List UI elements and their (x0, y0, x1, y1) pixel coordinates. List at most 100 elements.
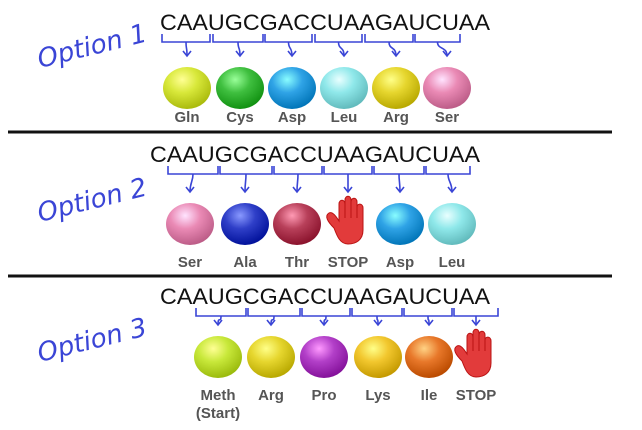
codon-arrow (436, 41, 448, 57)
stop-hand-icon (326, 195, 364, 245)
rna-sequence: CAAUGCGACCUAAGAUCUAA (150, 142, 480, 167)
amino-acid-label: Lys (365, 387, 390, 404)
option-3-section: Option 3 CAAUGCGACCUAAGAUCUAA Meth(Start) A… (34, 284, 499, 422)
arrow-head (339, 50, 349, 58)
amino-acid-label: STOP (456, 387, 497, 404)
amino-acid-ball (354, 336, 402, 378)
amino-acid-ball (372, 67, 420, 109)
amino-acid-label-sub: (Start) (196, 405, 240, 422)
amino-acid-label: Meth (201, 387, 236, 404)
codon-bracket (364, 34, 414, 43)
amino-acid-ball (300, 336, 348, 378)
amino-acid-label: Gln (175, 109, 200, 126)
codon-bracket (414, 34, 461, 43)
codon-bracket (373, 166, 425, 175)
amino-acid-label: Asp (386, 254, 414, 271)
amino-acid-ball (163, 67, 211, 109)
codon-arrow (185, 41, 188, 57)
codon-bracket (219, 166, 273, 175)
amino-acid-label: Ser (178, 254, 202, 271)
amino-acid-ball (405, 336, 453, 378)
amino-acid-ball (247, 336, 295, 378)
codon-bracket (195, 308, 247, 317)
amino-acid-label: STOP (328, 254, 369, 271)
codon-arrow (427, 315, 430, 326)
codon-arrow (244, 173, 247, 193)
amino-acid-ball (221, 203, 269, 245)
arrow-head (213, 319, 223, 327)
amino-acid-ball (428, 203, 476, 245)
amino-acid-ball (194, 336, 242, 378)
codon-bracket (264, 34, 313, 43)
amino-acid-label: Arg (383, 109, 409, 126)
amino-acid-ball (268, 67, 316, 109)
option-title: Option 3 (34, 313, 150, 369)
amino-acid-ball (423, 67, 471, 109)
codon-bracket (212, 34, 264, 43)
amino-acid-label: Leu (439, 254, 466, 271)
codon-bracket (403, 308, 453, 317)
arrow-head (442, 50, 452, 58)
amino-acid-ball (320, 67, 368, 109)
amino-acid-label: Thr (285, 254, 309, 271)
amino-acid-label: Pro (311, 387, 336, 404)
rna-sequence: CAAUGCGACCUAAGAUCUAA (160, 284, 490, 309)
codon-arrow (398, 173, 401, 193)
stop-hand-icon (454, 328, 492, 378)
codon-arrow (447, 173, 453, 193)
codon-arrow (270, 315, 275, 326)
codon-arrow (237, 41, 241, 57)
codon-arrow (296, 173, 299, 193)
arrow-head (185, 186, 195, 194)
arrow-head (319, 319, 329, 327)
codon-arrow (376, 315, 379, 326)
arrow-head (266, 319, 276, 327)
arrow-head (240, 186, 250, 194)
amino-acid-label: Ser (435, 109, 459, 126)
arrow-head (287, 50, 297, 58)
codon-bracket (301, 308, 351, 317)
codon-arrow (337, 41, 345, 57)
codon-bracket (167, 166, 219, 175)
codon-arrow (388, 41, 397, 57)
amino-acid-ball (273, 203, 321, 245)
codon-arrow (287, 41, 293, 57)
amino-acid-ball (376, 203, 424, 245)
option-title: Option 1 (34, 19, 150, 75)
amino-acid-label: Ala (233, 254, 257, 271)
amino-acid-ball (166, 203, 214, 245)
arrow-head (395, 186, 405, 194)
codon-bracket (247, 308, 301, 317)
codon-arrow (217, 315, 222, 326)
codon-bracket (351, 308, 403, 317)
amino-acid-label: Asp (278, 109, 306, 126)
codon-arrow (323, 315, 327, 326)
amino-acid-label: Cys (226, 109, 254, 126)
arrow-head (391, 50, 401, 58)
arrow-head (424, 319, 434, 327)
codon-bracket (161, 34, 211, 43)
amino-acid-label: Arg (258, 387, 284, 404)
codon-bracket (323, 166, 373, 175)
codon-bracket (273, 166, 323, 175)
codon-bracket (314, 34, 363, 43)
option-title: Option 2 (34, 173, 150, 229)
codon-arrow (189, 173, 194, 193)
arrow-head (182, 50, 192, 58)
arrow-head (447, 186, 457, 194)
amino-acid-ball (216, 67, 264, 109)
arrow-head (235, 50, 245, 58)
arrow-head (343, 186, 353, 194)
codon-bracket (425, 166, 471, 175)
arrow-head (471, 319, 481, 327)
codon-bracket (453, 308, 499, 317)
rna-sequence: CAAUGCGACCUAAGAUCUAA (160, 10, 490, 35)
arrow-head (373, 319, 383, 327)
option-1-section: Option 1 CAAUGCGACCUAAGAUCUAA Gln Cys Asp Leu… (34, 10, 490, 126)
amino-acid-label: Leu (331, 109, 358, 126)
arrow-head (292, 186, 302, 194)
amino-acid-label: Ile (421, 387, 438, 404)
